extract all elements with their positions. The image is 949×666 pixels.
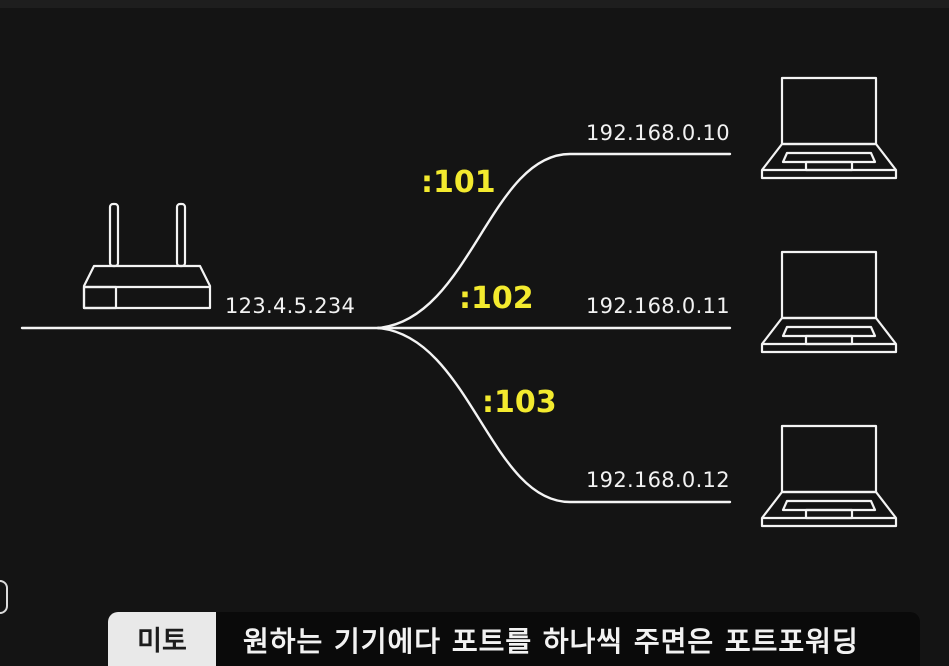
speaker-tag: 미토 [108, 612, 216, 666]
router-icon [82, 202, 212, 310]
subtitle-text: 원하는 기기에다 포트를 하나씩 주면은 포트포워딩 [243, 625, 859, 658]
branch-line-3 [376, 326, 732, 504]
subtitle-bar: 미토 원하는 기기에다 포트를 하나씩 주면은 포트포워딩 [108, 612, 920, 666]
laptop-icon [760, 76, 898, 180]
port-label-2: :102 [459, 281, 534, 316]
laptop-icon [760, 250, 898, 354]
device-ip-label-2: 192.168.0.11 [586, 294, 730, 318]
port-label-3: :103 [482, 385, 557, 420]
public-ip-label: 123.4.5.234 [225, 294, 356, 318]
port-label-1: :101 [421, 165, 496, 200]
laptop-icon [760, 424, 898, 528]
branch-line-1 [376, 152, 732, 330]
device-ip-label-1: 192.168.0.10 [586, 121, 730, 145]
device-ip-label-3: 192.168.0.12 [586, 468, 730, 492]
